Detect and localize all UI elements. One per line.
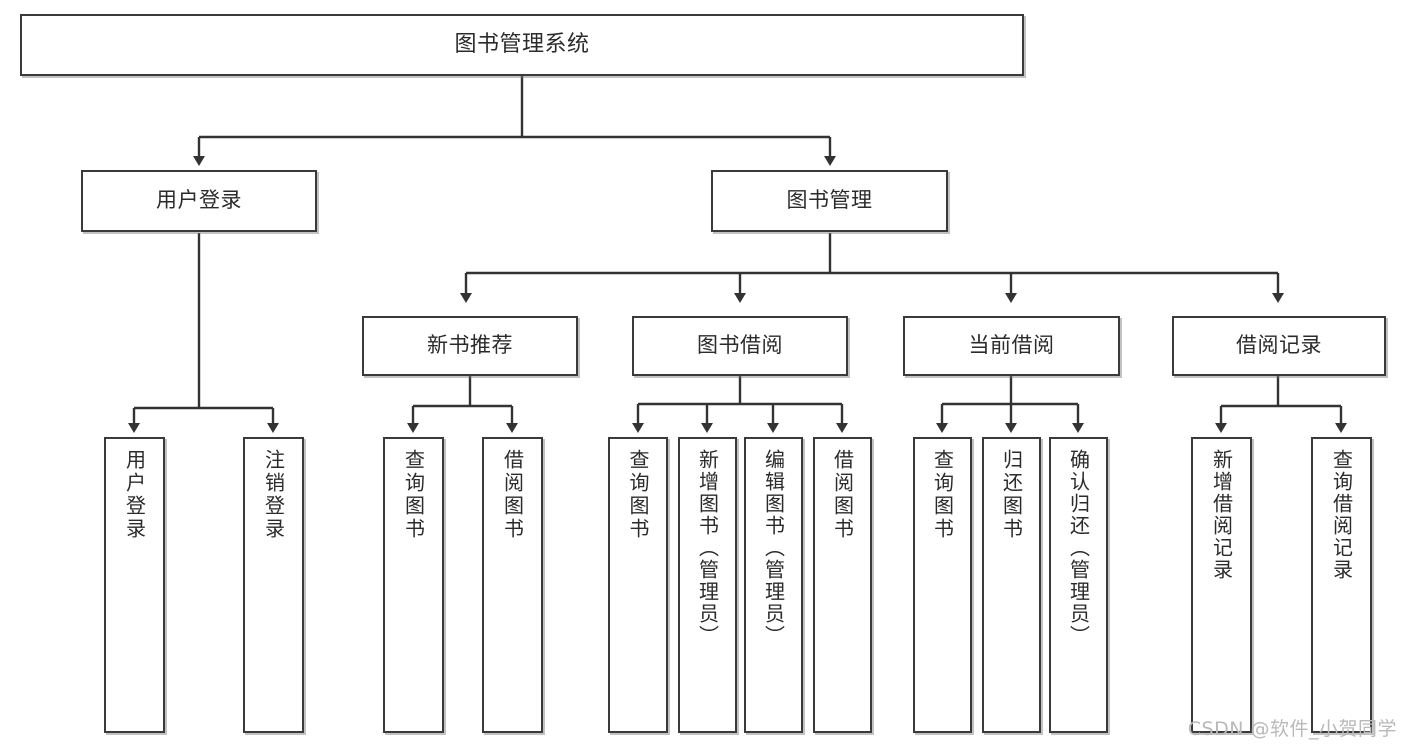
leaf-newbook-borrow-book-label: 借阅图书	[500, 449, 525, 541]
node-book-management-label: 图书管理	[786, 188, 873, 213]
node-user-login-label: 用户登录	[156, 188, 242, 213]
node-book-borrow-label: 图书借阅	[697, 333, 783, 358]
leaf-current-return-book[interactable]: 归还图书	[982, 437, 1041, 733]
leaf-borrow-query-book-label: 查询图书	[626, 449, 650, 541]
leaf-current-return-book-label: 归还图书	[999, 449, 1024, 541]
node-new-book-recommend[interactable]: 新书推荐	[362, 316, 578, 376]
leaf-borrow-edit-book-admin-label: 编辑图书（管理员）	[761, 449, 786, 647]
leaf-current-query-book[interactable]: 查询图书	[913, 437, 972, 733]
node-new-book-recommend-label: 新书推荐	[427, 333, 513, 358]
leaf-borrow-borrow-book[interactable]: 借阅图书	[813, 437, 872, 733]
leaf-current-confirm-return-admin[interactable]: 确认归还（管理员）	[1049, 437, 1108, 733]
node-book-borrow[interactable]: 图书借阅	[632, 316, 848, 376]
leaf-records-query-record-label: 查询借阅记录	[1329, 449, 1354, 581]
leaf-records-query-record[interactable]: 查询借阅记录	[1311, 437, 1372, 733]
leaf-newbook-query-book-label: 查询图书	[401, 449, 426, 541]
watermark: CSDN @软件_小贺同学	[1187, 718, 1397, 740]
node-current-borrow-label: 当前借阅	[968, 333, 1055, 358]
leaf-logout-label: 注销登录	[261, 449, 286, 541]
leaf-user-login-label: 用户登录	[122, 449, 147, 541]
leaf-borrow-edit-book-admin[interactable]: 编辑图书（管理员）	[744, 437, 803, 733]
node-current-borrow[interactable]: 当前借阅	[903, 316, 1120, 376]
leaf-current-query-book-label: 查询图书	[930, 449, 955, 541]
leaf-borrow-add-book-admin-label: 新增图书（管理员）	[695, 449, 720, 647]
leaf-records-add-record[interactable]: 新增借阅记录	[1191, 437, 1252, 733]
node-root[interactable]: 图书管理系统	[20, 14, 1024, 76]
leaf-borrow-query-book[interactable]: 查询图书	[608, 437, 668, 733]
leaf-user-login[interactable]: 用户登录	[104, 437, 165, 733]
node-root-label: 图书管理系统	[454, 31, 590, 57]
node-borrow-records-label: 借阅记录	[1236, 333, 1322, 358]
node-book-management[interactable]: 图书管理	[711, 170, 948, 232]
leaf-logout[interactable]: 注销登录	[243, 437, 304, 733]
leaf-newbook-query-book[interactable]: 查询图书	[383, 437, 444, 733]
leaf-current-confirm-return-admin-label: 确认归还（管理员）	[1066, 449, 1091, 647]
leaf-newbook-borrow-book[interactable]: 借阅图书	[482, 437, 543, 733]
leaf-borrow-borrow-book-label: 借阅图书	[830, 449, 855, 541]
node-user-login[interactable]: 用户登录	[81, 170, 317, 232]
leaf-borrow-add-book-admin[interactable]: 新增图书（管理员）	[678, 437, 737, 733]
leaf-records-add-record-label: 新增借阅记录	[1209, 449, 1234, 581]
node-borrow-records[interactable]: 借阅记录	[1172, 316, 1386, 376]
